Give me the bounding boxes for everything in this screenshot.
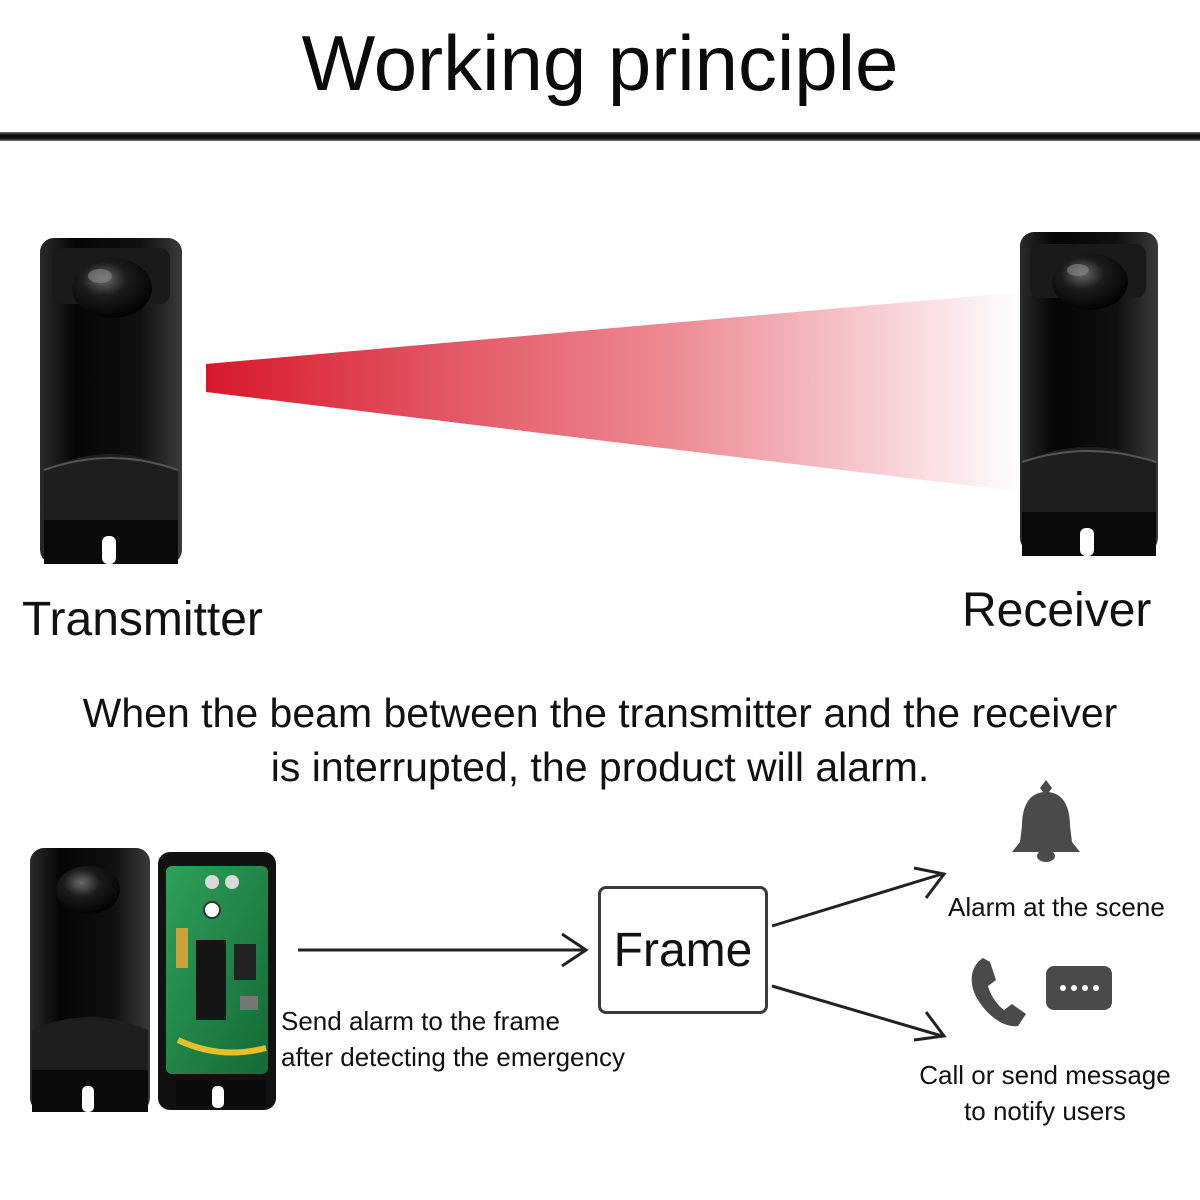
transmitter-device	[40, 238, 182, 564]
arrow-to-alarm	[771, 866, 947, 928]
transmitter-label: Transmitter	[22, 593, 263, 646]
arrow-to-frame	[298, 932, 589, 968]
frame-box: Frame	[598, 886, 768, 1014]
description: When the beam between the transmitter an…	[0, 686, 1200, 794]
receiver-label: Receiver	[962, 584, 1152, 637]
page-title: Working principle	[301, 19, 899, 107]
circuit-board	[158, 852, 276, 1110]
send-alarm-text: Send alarm to the frame after detecting …	[281, 1003, 625, 1075]
notify-users-text: Call or send message to notify users	[880, 1057, 1200, 1129]
send-alarm-line-2: after detecting the emergency	[281, 1042, 625, 1072]
receiver-device	[1020, 232, 1158, 556]
arrow-to-notify	[771, 984, 947, 1042]
send-alarm-line-1: Send alarm to the frame	[281, 1006, 560, 1036]
frame-label: Frame	[613, 923, 753, 977]
sensor-housing	[30, 848, 150, 1112]
alarm-scene-text: Alarm at the scene	[948, 892, 1165, 922]
infrared-beam	[206, 292, 1022, 492]
notify-line-2: to notify users	[964, 1096, 1126, 1126]
description-line-1: When the beam between the transmitter an…	[82, 690, 1118, 736]
notify-line-1: Call or send message	[919, 1060, 1171, 1090]
bell-icon	[1012, 780, 1080, 862]
title-divider	[0, 132, 1200, 141]
message-icon	[1046, 966, 1112, 1010]
phone-icon	[971, 958, 1026, 1027]
description-line-2: is interrupted, the product will alarm.	[270, 744, 930, 790]
